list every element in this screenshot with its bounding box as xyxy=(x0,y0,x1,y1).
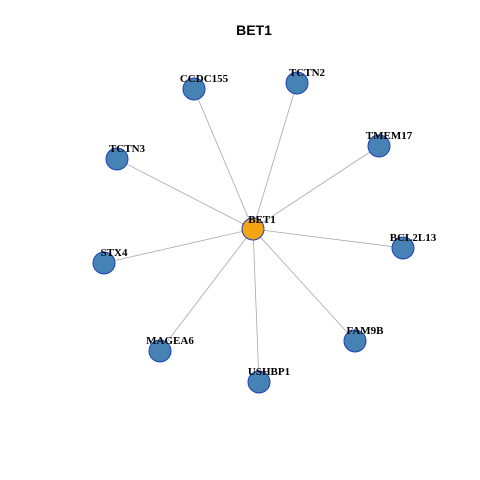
edge-ushbp1 xyxy=(252,228,260,383)
node-label-tctn3: TCTN3 xyxy=(109,143,146,155)
node-tctn3[interactable] xyxy=(105,147,129,171)
node-label-ushbp1: USHBP1 xyxy=(248,366,290,378)
node-tmem17[interactable] xyxy=(367,134,391,158)
edge-tmem17 xyxy=(252,145,380,230)
edge-magea6 xyxy=(159,228,254,352)
edge-ccdc155 xyxy=(193,88,254,230)
node-stx4[interactable] xyxy=(92,251,116,275)
node-label-magea6: MAGEA6 xyxy=(146,335,194,347)
node-fam9b[interactable] xyxy=(343,329,367,353)
node-label-ccdc155: CCDC155 xyxy=(180,73,229,85)
edge-layer xyxy=(103,82,404,383)
diagram-title: BET1 xyxy=(236,22,272,38)
node-tctn2[interactable] xyxy=(285,71,309,95)
node-label-center: BET1 xyxy=(248,214,276,226)
node-magea6[interactable] xyxy=(148,339,172,363)
edge-tctn3 xyxy=(116,158,254,230)
node-center-bet1[interactable] xyxy=(241,217,265,241)
node-label-stx4: STX4 xyxy=(101,247,128,259)
edge-bcl2l13 xyxy=(252,228,404,249)
edge-stx4 xyxy=(103,228,254,264)
node-bcl2l13[interactable] xyxy=(391,236,415,260)
edge-fam9b xyxy=(252,228,356,342)
node-layer xyxy=(92,71,415,394)
node-ccdc155[interactable] xyxy=(182,77,206,101)
node-label-tmem17: TMEM17 xyxy=(366,130,413,142)
node-label-fam9b: FAM9B xyxy=(346,325,384,337)
edge-tctn2 xyxy=(252,82,298,230)
node-label-tctn2: TCTN2 xyxy=(289,67,326,79)
node-label-bcl2l13: BCL2L13 xyxy=(390,232,437,244)
node-ushbp1[interactable] xyxy=(247,370,271,394)
